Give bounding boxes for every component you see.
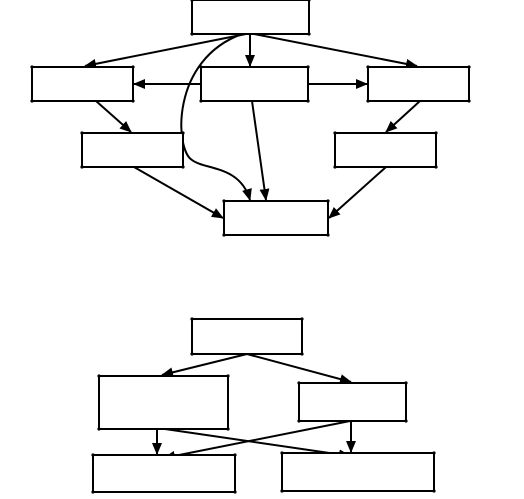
node-corner-dot bbox=[434, 165, 438, 169]
node-corner-dot bbox=[91, 490, 95, 494]
edge-d2-top-to-d2-mid-left bbox=[161, 353, 248, 378]
node-d2-bottom-left bbox=[91, 453, 237, 494]
edge-d1-mid-center-to-d1-bottom bbox=[251, 100, 270, 201]
node-corner-dot bbox=[326, 199, 330, 203]
node-box bbox=[31, 66, 134, 102]
edge-d1-top-to-d1-mid-left bbox=[84, 33, 247, 69]
node-corner-dot bbox=[333, 131, 337, 135]
node-d2-bottom-right bbox=[280, 451, 436, 493]
node-corner-dot bbox=[297, 419, 301, 423]
node-corner-dot bbox=[233, 490, 237, 494]
node-corner-dot bbox=[199, 99, 203, 103]
node-corner-dot bbox=[226, 374, 230, 378]
node-corner-dot bbox=[131, 99, 135, 103]
node-corner-dot bbox=[333, 165, 337, 169]
edge-d1-low-left-to-d1-bottom bbox=[133, 166, 224, 219]
node-corner-dot bbox=[80, 165, 84, 169]
node-box bbox=[191, 0, 310, 35]
node-corner-dot bbox=[326, 233, 330, 237]
node-corner-dot bbox=[30, 65, 34, 69]
node-corner-dot bbox=[467, 65, 471, 69]
edge-d1-top-to-d1-mid-right bbox=[253, 33, 418, 69]
edge-d2-mid-right-to-d2-bottom-left bbox=[163, 420, 351, 461]
node-box bbox=[92, 454, 236, 493]
node-d1-top bbox=[190, 0, 311, 36]
node-corner-dot bbox=[190, 0, 194, 2]
node-corner-dot bbox=[222, 233, 226, 237]
node-d1-mid-left bbox=[30, 65, 135, 103]
node-corner-dot bbox=[300, 352, 304, 356]
node-corner-dot bbox=[306, 99, 310, 103]
node-corner-dot bbox=[307, 32, 311, 36]
node-corner-dot bbox=[432, 489, 436, 493]
edge-d1-mid-right-to-d1-low-right bbox=[385, 100, 421, 133]
edge-d1-mid-left-to-d1-low-left bbox=[95, 100, 132, 133]
node-corner-dot bbox=[131, 65, 135, 69]
node-corner-dot bbox=[190, 32, 194, 36]
node-corner-dot bbox=[366, 65, 370, 69]
node-corner-dot bbox=[181, 131, 185, 135]
node-d1-mid-right bbox=[366, 65, 471, 103]
edge-d1-top-to-d1-bottom bbox=[180, 33, 252, 201]
node-d2-mid-right bbox=[297, 381, 408, 423]
node-corner-dot bbox=[30, 99, 34, 103]
node-corner-dot bbox=[297, 381, 301, 385]
node-d2-top bbox=[190, 317, 304, 356]
edge-d1-low-right-to-d1-bottom bbox=[328, 166, 387, 219]
node-d1-low-left bbox=[80, 131, 185, 169]
node-box bbox=[98, 375, 229, 430]
edges-layer bbox=[84, 33, 421, 461]
edge-d2-mid-left-to-d2-bottom-right bbox=[164, 428, 351, 460]
nodes-layer bbox=[30, 0, 471, 494]
node-box bbox=[81, 132, 184, 168]
node-d1-bottom bbox=[222, 199, 330, 237]
node-box bbox=[223, 200, 329, 236]
edge-d2-top-to-d2-mid-right bbox=[246, 353, 352, 384]
node-box bbox=[367, 66, 470, 102]
node-d1-low-right bbox=[333, 131, 438, 169]
node-box bbox=[191, 318, 303, 355]
node-corner-dot bbox=[222, 199, 226, 203]
node-d2-mid-left bbox=[97, 374, 230, 431]
node-corner-dot bbox=[91, 453, 95, 457]
node-box bbox=[200, 66, 309, 102]
node-corner-dot bbox=[280, 451, 284, 455]
node-corner-dot bbox=[307, 0, 311, 2]
node-corner-dot bbox=[434, 131, 438, 135]
node-corner-dot bbox=[366, 99, 370, 103]
node-box bbox=[334, 132, 437, 168]
node-d1-mid-center bbox=[199, 65, 310, 103]
node-corner-dot bbox=[97, 374, 101, 378]
node-corner-dot bbox=[97, 427, 101, 431]
node-corner-dot bbox=[432, 451, 436, 455]
node-corner-dot bbox=[80, 131, 84, 135]
node-corner-dot bbox=[306, 65, 310, 69]
node-box bbox=[298, 382, 407, 422]
node-corner-dot bbox=[226, 427, 230, 431]
node-corner-dot bbox=[190, 352, 194, 356]
node-corner-dot bbox=[467, 99, 471, 103]
node-corner-dot bbox=[199, 65, 203, 69]
node-corner-dot bbox=[300, 317, 304, 321]
node-box bbox=[281, 452, 435, 492]
node-corner-dot bbox=[280, 489, 284, 493]
node-corner-dot bbox=[190, 317, 194, 321]
node-corner-dot bbox=[233, 453, 237, 457]
node-corner-dot bbox=[404, 381, 408, 385]
node-corner-dot bbox=[404, 419, 408, 423]
node-corner-dot bbox=[181, 165, 185, 169]
